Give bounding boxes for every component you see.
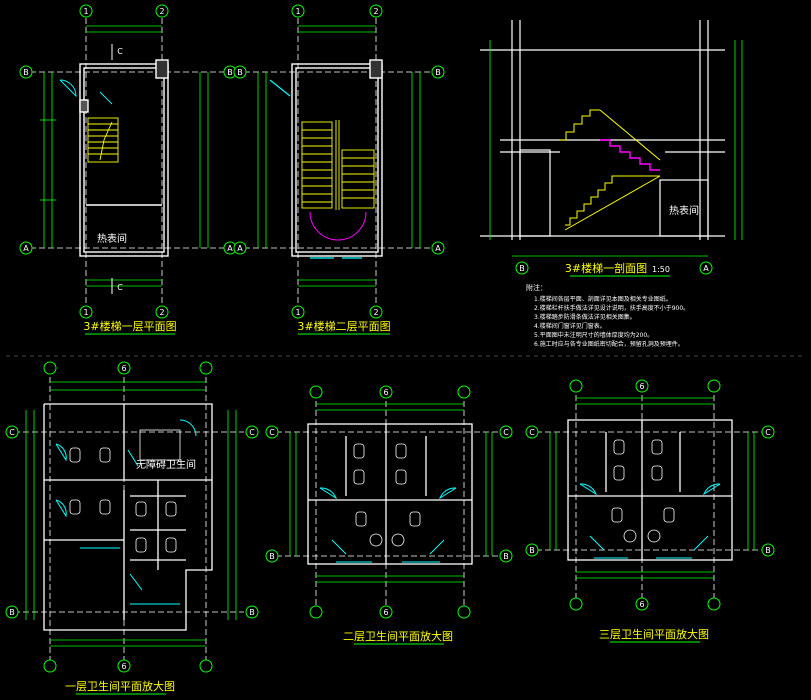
axis-label-2-bottom: 2 xyxy=(159,308,164,317)
axis-label-a-left: A xyxy=(23,244,29,253)
stair-section: B A 热表间 3#楼梯一剖面图 1:50 xyxy=(480,20,743,277)
toilet-plan-third-floor: 6 6 C C B B 三层卫生间平面放大图 xyxy=(525,379,775,643)
t3-axis-c-right: C xyxy=(765,428,771,437)
note-line-2: 2.楼梯栏杆扶手做法详见设计说明，扶手高度不小于900。 xyxy=(534,304,689,312)
note-line-6: 6.施工时应与各专业图纸密切配合，预留孔洞及预埋件。 xyxy=(534,340,684,348)
axis-label-a-left-p2: A xyxy=(237,244,243,253)
t2-axis-c-right: C xyxy=(503,428,509,437)
plan1-title: 3#楼梯一层平面图 xyxy=(83,319,176,333)
t2-axis-b-right: B xyxy=(503,552,509,561)
axis-label-2-top-p2: 2 xyxy=(373,7,378,16)
t2-axis-6-top: 6 xyxy=(383,388,388,397)
section-room-label: 热表间 xyxy=(669,204,699,217)
t2-axis-b-left: B xyxy=(269,552,275,561)
toilet3-title: 三层卫生间平面放大图 xyxy=(599,627,709,641)
axis-label-b-left-p2: B xyxy=(237,68,243,77)
t1-axis-6-top: 6 xyxy=(121,364,126,373)
t3-axis-b-left: B xyxy=(529,546,535,555)
toilet1-accessible-label: 无障碍卫生间 xyxy=(136,458,196,471)
drawing-notes: 附注： 1.楼梯间各层平面、剖面详见本图及相关专业图纸。 2.楼梯栏杆扶手做法详… xyxy=(526,283,689,348)
axis-label-1-top-p2: 1 xyxy=(295,7,300,16)
t2-axis-6-bottom: 6 xyxy=(383,608,388,617)
notes-heading: 附注： xyxy=(526,283,547,292)
t3-axis-6-bottom: 6 xyxy=(639,600,644,609)
t3-axis-6-top: 6 xyxy=(639,382,644,391)
t1-axis-b-right: B xyxy=(249,608,255,617)
section-mark-bottom: C xyxy=(117,283,123,292)
toilet-plan-first-floor: 6 6 C C B B 无障碍卫生间 一层卫生间平面放大图 xyxy=(5,361,259,695)
axis-label-b-right-p2: B xyxy=(435,68,441,77)
note-line-5: 5.平面图中未注明尺寸的墙体厚度均为200。 xyxy=(534,331,653,339)
toilet1-title: 一层卫生间平面放大图 xyxy=(65,679,175,693)
axis-label-1-top: 1 xyxy=(83,7,88,16)
axis-label-2-top: 2 xyxy=(159,7,164,16)
t1-axis-c-left: C xyxy=(9,428,15,437)
t1-axis-b-left: B xyxy=(9,608,15,617)
axis-label-b-left: B xyxy=(23,68,29,77)
plan2-title: 3#楼梯二层平面图 xyxy=(297,319,390,333)
axis-label-a-right: A xyxy=(227,244,233,253)
t3-axis-b-right: B xyxy=(765,546,771,555)
section-axis-a: A xyxy=(703,264,709,273)
plan1-room-label: 热表间 xyxy=(97,232,127,245)
axis-label-b-right: B xyxy=(227,68,233,77)
stair-plan-first-floor: 1 2 1 2 B B A A C C 热表间 3#楼梯一层平面图 xyxy=(19,4,237,335)
toilet-plan-second-floor: 6 6 C C B B 二层卫生间平面放大图 xyxy=(265,385,513,645)
note-line-3: 3.楼梯踏步防滑条做法详见相关图集。 xyxy=(534,313,636,321)
t1-axis-c-right: C xyxy=(249,428,255,437)
axis-label-1-bottom: 1 xyxy=(83,308,88,317)
axis-label-1-bottom-p2: 1 xyxy=(295,308,300,317)
section-mark-top: C xyxy=(117,47,123,56)
section-title: 3#楼梯一剖面图 xyxy=(565,261,647,275)
t3-axis-c-left: C xyxy=(529,428,535,437)
section-scale: 1:50 xyxy=(652,265,670,274)
note-line-1: 1.楼梯间各层平面、剖面详见本图及相关专业图纸。 xyxy=(534,295,672,303)
axis-label-2-bottom-p2: 2 xyxy=(373,308,378,317)
t2-axis-c-left: C xyxy=(269,428,275,437)
stair-plan-second-floor: 1 2 1 2 B B A A 3#楼梯二层平面图 xyxy=(233,4,445,335)
section-axis-b: B xyxy=(519,264,525,273)
axis-label-a-right-p2: A xyxy=(435,244,441,253)
note-line-4: 4.楼梯间门窗详见门窗表。 xyxy=(534,322,606,330)
toilet2-title: 二层卫生间平面放大图 xyxy=(343,629,453,643)
t1-axis-6-bottom: 6 xyxy=(121,662,126,671)
